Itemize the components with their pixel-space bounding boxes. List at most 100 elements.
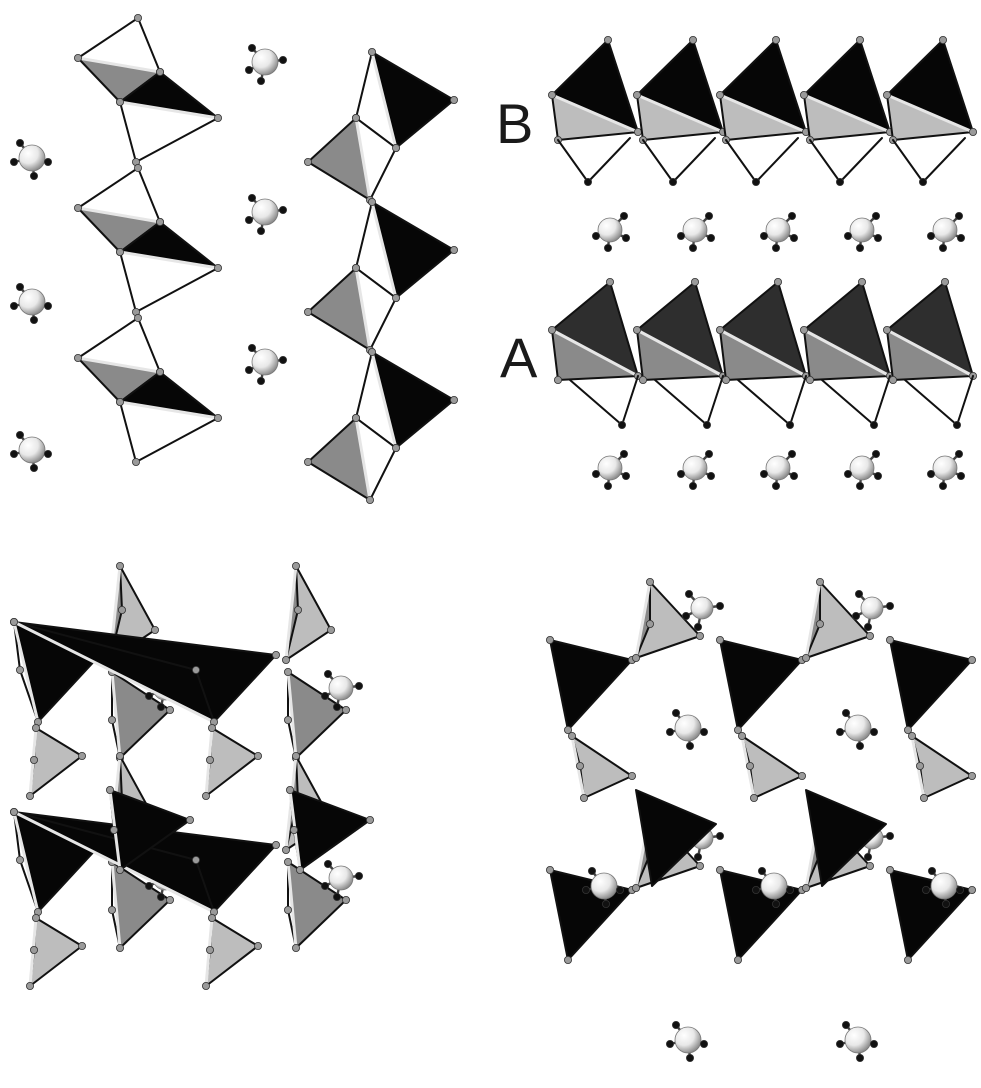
layer-a-apex-atom	[786, 420, 795, 429]
hydrogen-atom	[682, 612, 691, 621]
nitrogen-atom	[844, 1026, 872, 1054]
layer-b-edge	[587, 137, 631, 183]
layer-label-b: B	[496, 92, 534, 155]
hydrogen-atom	[247, 343, 256, 352]
tetra-edge-highlight	[718, 93, 808, 134]
vertex-atom	[856, 36, 865, 45]
hydrogen-atom	[689, 243, 698, 252]
tetra-edge	[135, 417, 219, 463]
vertex-atom	[941, 277, 950, 286]
vertex-atom	[133, 163, 142, 172]
vertex-atom	[968, 772, 977, 781]
nitrogen-atom	[18, 144, 46, 172]
vertex-atom	[15, 666, 24, 675]
hydrogen-atom	[760, 231, 769, 240]
layer-a-edge	[789, 375, 807, 426]
hydrogen-atom	[939, 243, 948, 252]
hydrogen-atom	[9, 301, 18, 310]
vertex-atom	[201, 792, 210, 801]
vertex-atom	[133, 313, 142, 322]
tetra-edge-highlight	[354, 416, 372, 502]
open-middle-tetra-2	[738, 732, 807, 803]
hydrogen-atom	[588, 867, 597, 876]
vertex-atom	[367, 48, 376, 57]
layer-b-cation-5	[927, 211, 966, 252]
vertex-atom	[969, 127, 978, 136]
layer-b-apex-atom	[669, 177, 678, 186]
open-light-tetra-1	[632, 578, 705, 663]
layer-b-edge	[892, 139, 924, 183]
vertex-atom	[118, 606, 127, 615]
layer-a-edge	[569, 379, 623, 426]
vertex-atom	[303, 457, 312, 466]
hydrogen-atom	[790, 233, 799, 242]
vertex-atom	[546, 636, 555, 645]
hydrogen-atom	[928, 867, 937, 876]
layer-a-edge	[904, 379, 958, 426]
tetra-edge	[355, 351, 373, 419]
layer-b-apex-atom	[752, 177, 761, 186]
vertex-atom	[564, 726, 573, 735]
vertex-atom	[74, 353, 83, 362]
vertex-atom	[746, 762, 755, 771]
vertex-atom	[207, 724, 216, 733]
layer-a-cation-2	[677, 449, 716, 490]
tetra-edge-highlight	[12, 810, 40, 914]
hydrogen-atom	[620, 449, 629, 458]
vertex-atom	[449, 245, 458, 254]
vertex-atom	[904, 726, 913, 735]
hydrogen-atom	[870, 1040, 879, 1049]
layer-a-cation-3	[760, 449, 799, 490]
hydrogen-atom	[247, 44, 256, 53]
vertex-atom	[291, 752, 300, 761]
vertex-atom	[646, 578, 655, 587]
layer-a-edge	[821, 379, 875, 426]
open-middle-tetra-3	[908, 732, 977, 803]
tetra-edge-highlight	[802, 328, 892, 378]
hydrogen-atom	[842, 709, 851, 718]
tetra-edge-highlight	[76, 56, 162, 74]
vertex-atom	[916, 762, 925, 771]
tetra-edge-highlight	[110, 860, 122, 950]
vertex-atom	[205, 756, 214, 765]
hydrogen-atom	[939, 481, 948, 490]
vertex-atom	[341, 896, 350, 905]
layer-b-tetra-5	[883, 36, 978, 144]
hydrogen-atom	[9, 449, 18, 458]
vertex-atom	[634, 127, 643, 136]
nitrogen-atom	[597, 217, 623, 243]
vertex-atom	[281, 846, 290, 855]
hydrogen-atom	[689, 481, 698, 490]
nitrogen-atom	[18, 288, 46, 316]
dense-cation-4	[320, 860, 363, 902]
vertex-atom	[133, 13, 142, 22]
vertex-atom	[116, 247, 125, 256]
hydrogen-atom	[886, 832, 895, 841]
vertex-atom	[116, 562, 125, 571]
layer-a-apex-atom	[618, 420, 627, 429]
layer-b-edge	[557, 139, 589, 183]
hydrogen-atom	[620, 211, 629, 220]
hydrogen-atom	[772, 481, 781, 490]
hydrogen-atom	[790, 471, 799, 480]
hydrogen-atom	[874, 233, 883, 242]
vertex-atom	[15, 856, 24, 865]
panel-bottom-left-framework-view	[9, 562, 374, 991]
hydrogen-atom	[622, 471, 631, 480]
vertex-atom	[291, 944, 300, 953]
tetra-edge-highlight	[76, 206, 162, 224]
layer-a-tetra-2	[633, 277, 728, 384]
hydrogen-atom	[856, 1054, 865, 1063]
hydrogen-atom	[9, 157, 18, 166]
hydrogen-atom	[955, 211, 964, 220]
nitrogen-atom	[590, 872, 618, 900]
vertex-atom	[253, 942, 262, 951]
dense-light-lower-tetra-4	[201, 914, 262, 991]
hydrogen-atom	[320, 882, 329, 891]
vertex-atom	[802, 884, 811, 893]
tetra-edge-highlight	[885, 93, 975, 134]
cation-center-3	[244, 343, 287, 385]
hydrogen-atom	[705, 449, 714, 458]
hydrogen-atom	[758, 867, 767, 876]
nitrogen-atom	[932, 455, 958, 481]
